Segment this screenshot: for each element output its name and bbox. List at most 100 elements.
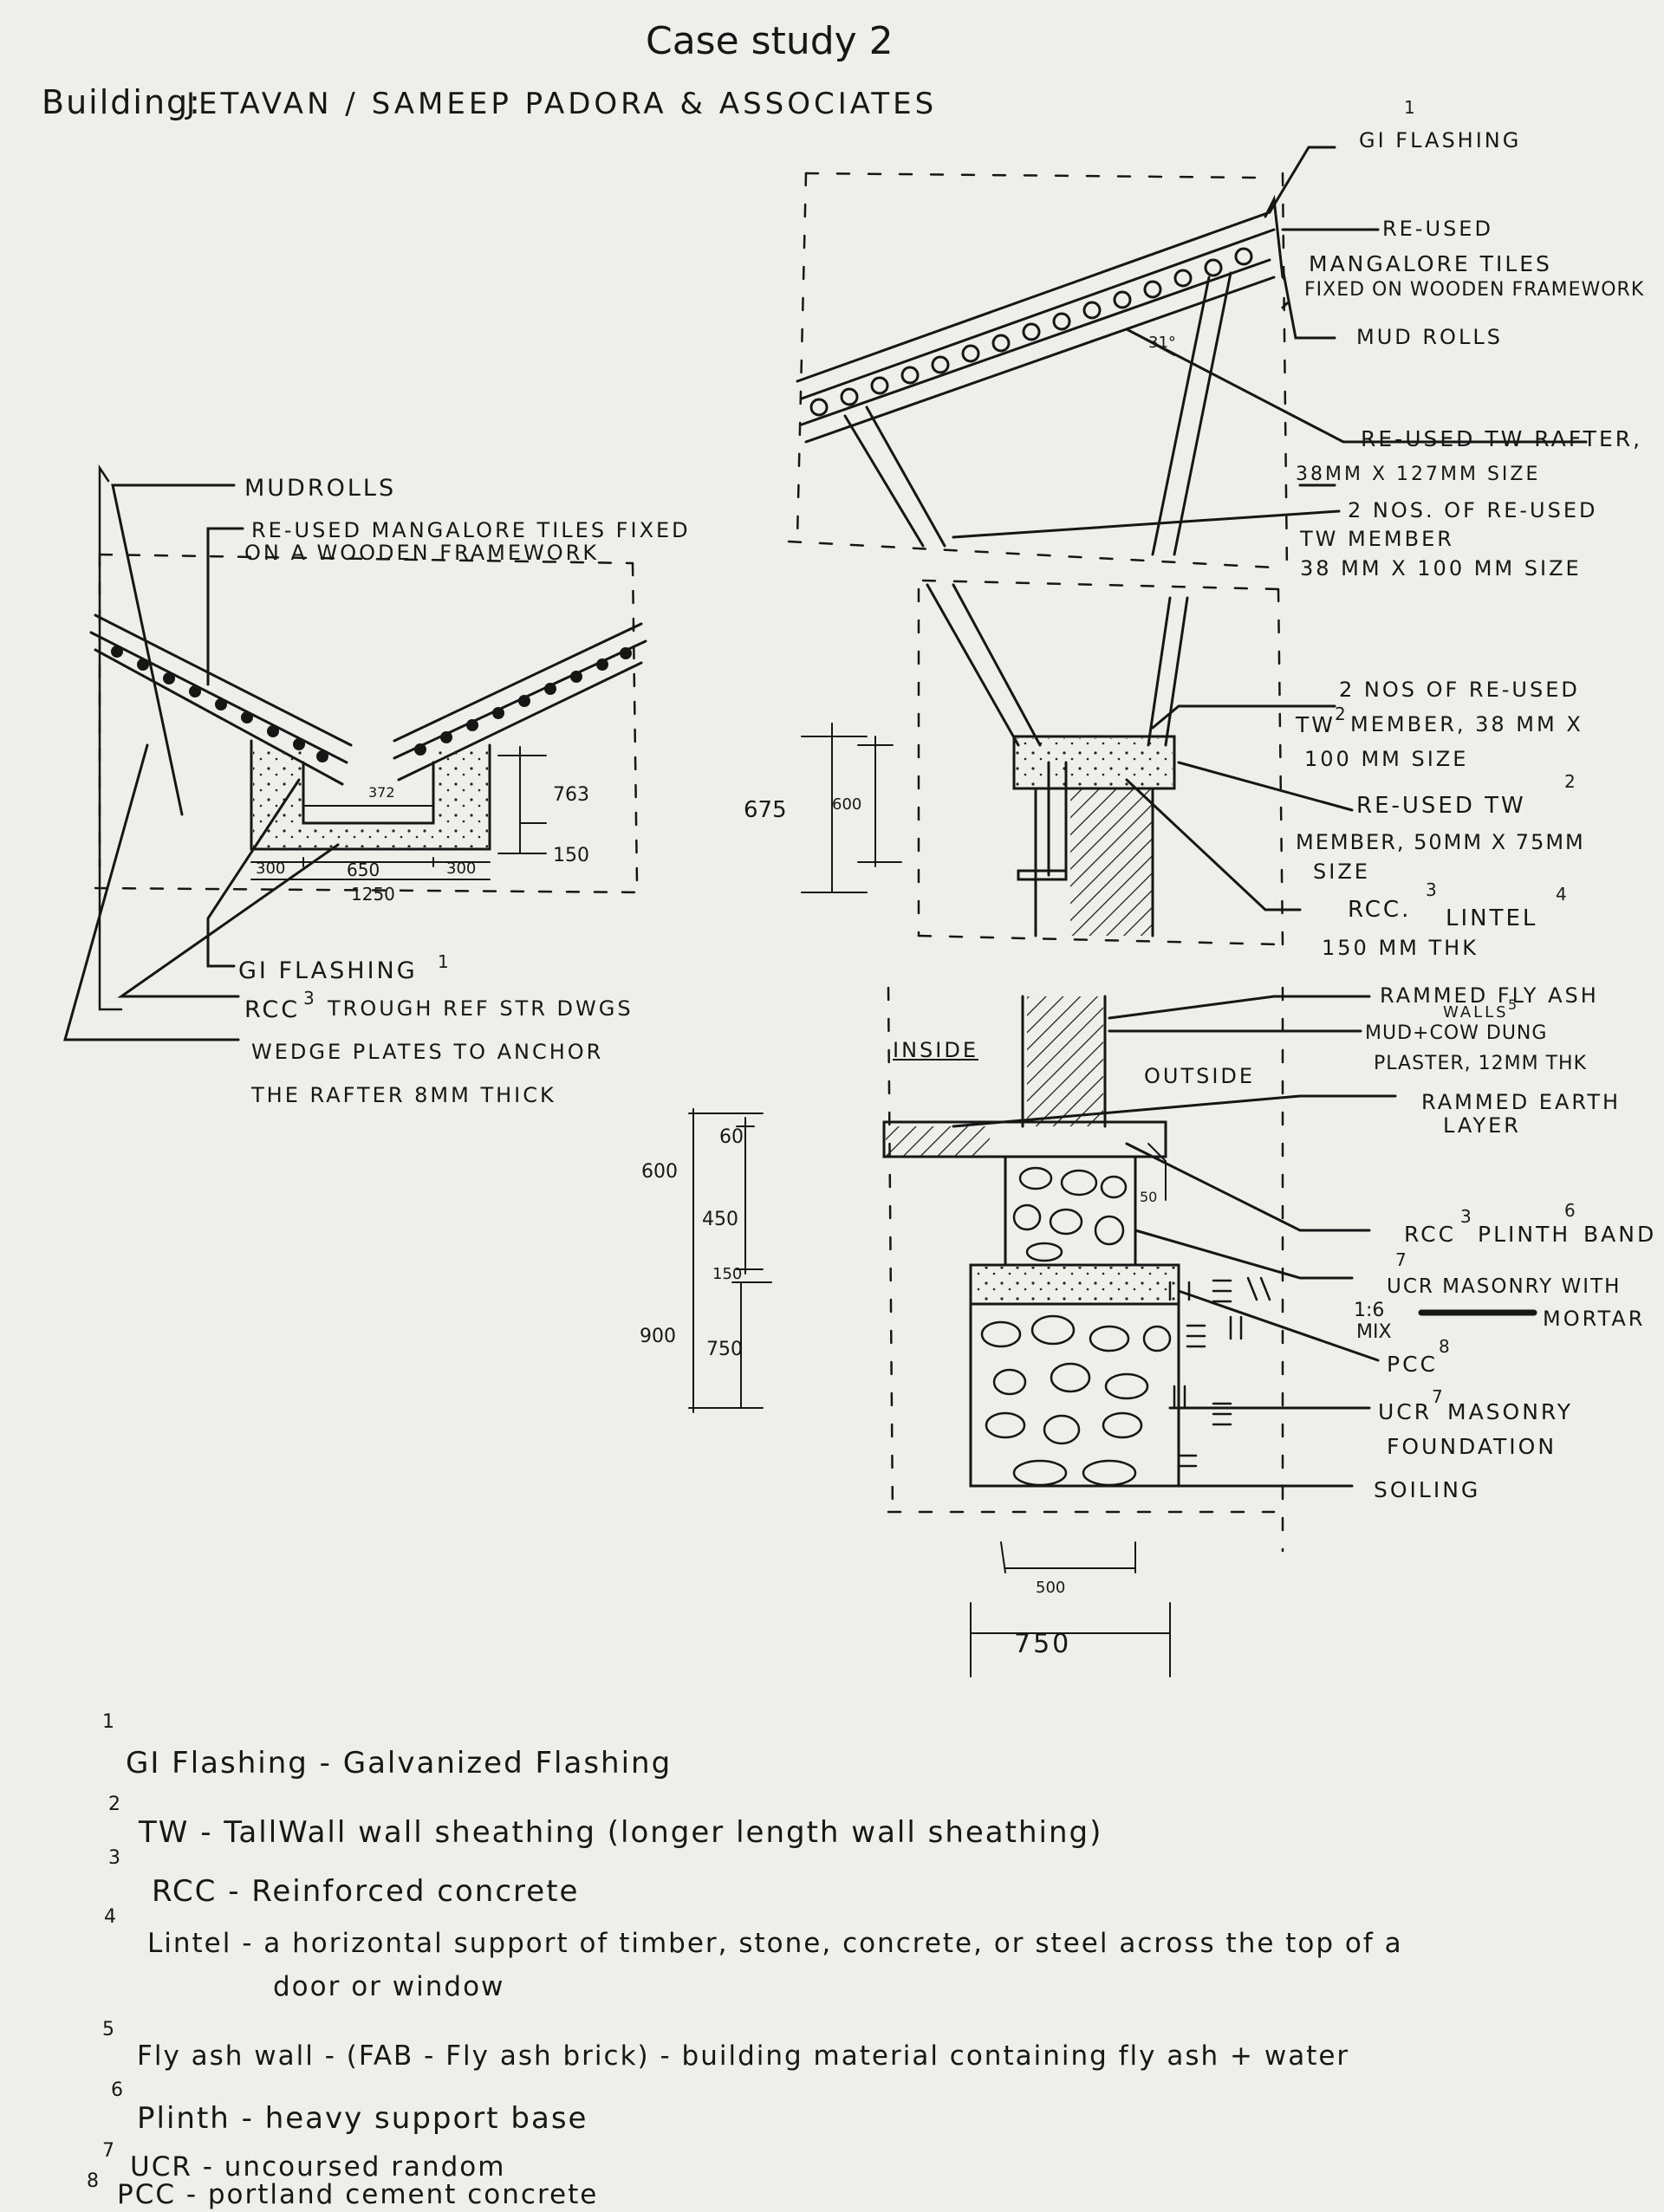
- note-4-text: Lintel - a horizontal support of timber,…: [147, 1928, 1403, 1959]
- label-gi-eaves-ref: 1: [1404, 97, 1415, 118]
- label-member-size: 38 MM X 100 MM SIZE: [1300, 556, 1582, 581]
- dim-750-base: 750: [1014, 1629, 1072, 1659]
- label-rcc-trough: RCC: [244, 996, 301, 1023]
- note-3-text: RCC - Reinforced concrete: [152, 1874, 580, 1909]
- label-rcc-plinth: RCC: [1404, 1222, 1457, 1247]
- dim-900: 900: [640, 1326, 676, 1347]
- label-rcc-lintel-ref: 3: [1426, 879, 1437, 900]
- dim-763: 763: [553, 784, 589, 806]
- note-3-num: 3: [108, 1847, 120, 1869]
- label-mud-rolls: MUD ROLLS: [1356, 325, 1503, 349]
- label-rammed-fly-ash: RAMMED FLY ASH: [1380, 983, 1599, 1008]
- label-layer: LAYER: [1443, 1113, 1521, 1138]
- label-band: BAND: [1583, 1222, 1657, 1247]
- label-pcc: PCC: [1387, 1352, 1438, 1377]
- label-tw-rafter: RE-USED TW RAFTER,: [1361, 426, 1643, 451]
- note-5-text: Fly ash wall - (FAB - Fly ash brick) - b…: [137, 2040, 1350, 2072]
- label-mix: MIX: [1356, 1321, 1392, 1343]
- note-7-num: 7: [102, 2140, 114, 2162]
- note-8-text: PCC - portland cement concrete: [117, 2179, 599, 2210]
- dim-600-plinth: 600: [641, 1161, 678, 1183]
- label-masonry: MASONRY: [1447, 1399, 1573, 1424]
- label-mudrolls: MUDROLLS: [244, 475, 397, 502]
- label-reused-tiles: RE-USED MANGALORE TILES FIXED: [251, 518, 691, 542]
- label-wedge-plates-2: THE RAFTER 8MM THICK: [251, 1083, 556, 1107]
- eaves-detail: [787, 146, 1588, 574]
- label-pcc-ref: 8: [1439, 1336, 1450, 1357]
- dim-500: 500: [1036, 1579, 1066, 1597]
- label-lintel-ref: 4: [1556, 884, 1567, 905]
- label-outside: OUTSIDE: [1144, 1064, 1256, 1088]
- dim-450: 450: [702, 1209, 738, 1230]
- label-rammed-earth: RAMMED EARTH: [1421, 1090, 1622, 1114]
- dim-300-right: 300: [446, 860, 477, 878]
- label-member-50x75: MEMBER, 50MM X 75MM: [1296, 830, 1585, 854]
- note-7-text: UCR - uncoursed random: [130, 2151, 506, 2183]
- label-tw: TW: [1296, 712, 1336, 737]
- note-6-num: 6: [111, 2079, 123, 2101]
- valley-gutter-detail: [63, 464, 647, 1041]
- label-wooden-framework: ON A WOODEN FRAMEWORK: [244, 541, 600, 565]
- note-4-text-2: door or window: [273, 1971, 505, 2002]
- label-mortar: MORTAR: [1543, 1307, 1646, 1331]
- note-6-text: Plinth - heavy support base: [137, 2101, 588, 2136]
- note-2-num: 2: [108, 1794, 120, 1815]
- note-1-num: 1: [102, 1711, 114, 1733]
- label-rcc-ref: 3: [303, 988, 315, 1009]
- label-ucr-masonry: UCR MASONRY WITH: [1387, 1275, 1622, 1298]
- label-tw-ref: 2: [1335, 704, 1346, 724]
- note-5-num: 5: [102, 2019, 114, 2040]
- label-angle: 31°: [1148, 334, 1176, 352]
- label-plinth-ref: 6: [1564, 1200, 1576, 1221]
- label-fixed-framework: FIXED ON WOODEN FRAMEWORK: [1304, 279, 1645, 301]
- dim-150-pcc: 150: [712, 1265, 743, 1283]
- dim-300-left: 300: [256, 860, 286, 878]
- label-tw-rafter-size: 38MM X 127MM SIZE: [1296, 464, 1541, 485]
- label-walls: WALLS: [1443, 1003, 1509, 1022]
- dim-50: 50: [1140, 1189, 1158, 1205]
- label-tw-member-size: 100 MM SIZE: [1304, 747, 1469, 771]
- note-1-text: GI Flashing - Galvanized Flashing: [126, 1746, 673, 1781]
- note-4-num: 4: [104, 1906, 116, 1928]
- dim-600-lintel: 600: [832, 795, 862, 814]
- label-tw-member-rest: MEMBER, 38 MM X: [1350, 712, 1583, 736]
- dim-150: 150: [553, 845, 589, 866]
- label-inside: INSIDE: [893, 1038, 978, 1062]
- label-foundation: FOUNDATION: [1387, 1434, 1557, 1459]
- label-reused-tw: RE-USED TW: [1356, 793, 1526, 819]
- label-soiling: SOILING: [1374, 1477, 1481, 1502]
- label-gi-flashing-eaves: GI FLASHING: [1359, 128, 1522, 152]
- dim-675: 675: [744, 797, 787, 823]
- label-wedge-plates: WEDGE PLATES TO ANCHOR: [251, 1040, 604, 1064]
- label-plaster: PLASTER, 12MM THK: [1374, 1053, 1588, 1074]
- dim-750: 750: [706, 1339, 743, 1360]
- label-rcc-trough-rest: TROUGH REF STR DWGS: [328, 996, 634, 1021]
- building-prefix: Building:: [42, 83, 202, 121]
- dim-650: 650: [347, 860, 380, 880]
- building-name: JETAVAN / SAMEEP PADORA & ASSOCIATES: [186, 87, 938, 121]
- label-2nos-tw: 2 NOS OF RE-USED: [1339, 678, 1580, 702]
- label-walls-ref: 5: [1508, 996, 1518, 1013]
- note-8-num: 8: [87, 2170, 99, 2192]
- label-tw-member: TW MEMBER: [1300, 527, 1454, 551]
- foundation-detail: [688, 986, 1537, 1677]
- label-reused-tw-ref: 2: [1564, 771, 1576, 792]
- dim-372: 372: [368, 784, 395, 801]
- label-mud-cow-dung: MUD+COW DUNG: [1365, 1022, 1548, 1044]
- lintel-detail: [801, 579, 1354, 946]
- dim-1250: 1250: [351, 884, 395, 905]
- label-size: SIZE: [1313, 860, 1370, 884]
- label-ucr-foundation-ref: 7: [1432, 1386, 1443, 1407]
- label-150mm-thk: 150 MM THK: [1322, 936, 1479, 960]
- dim-60: 60: [719, 1126, 744, 1148]
- label-rcc-lintel: RCC.: [1348, 897, 1412, 923]
- label-ucr-ref: 7: [1395, 1249, 1407, 1270]
- label-rcc-plinth-ref: 3: [1460, 1206, 1472, 1227]
- note-2-text: TW - TallWall wall sheathing (longer len…: [139, 1815, 1103, 1850]
- label-2nos-member: 2 NOS. OF RE-USED: [1348, 498, 1598, 522]
- label-mix-ratio: 1:6: [1354, 1300, 1385, 1321]
- label-reused: RE-USED: [1382, 217, 1493, 241]
- label-plinth: PLINTH: [1478, 1222, 1571, 1247]
- page-title: Case study 2: [646, 19, 894, 63]
